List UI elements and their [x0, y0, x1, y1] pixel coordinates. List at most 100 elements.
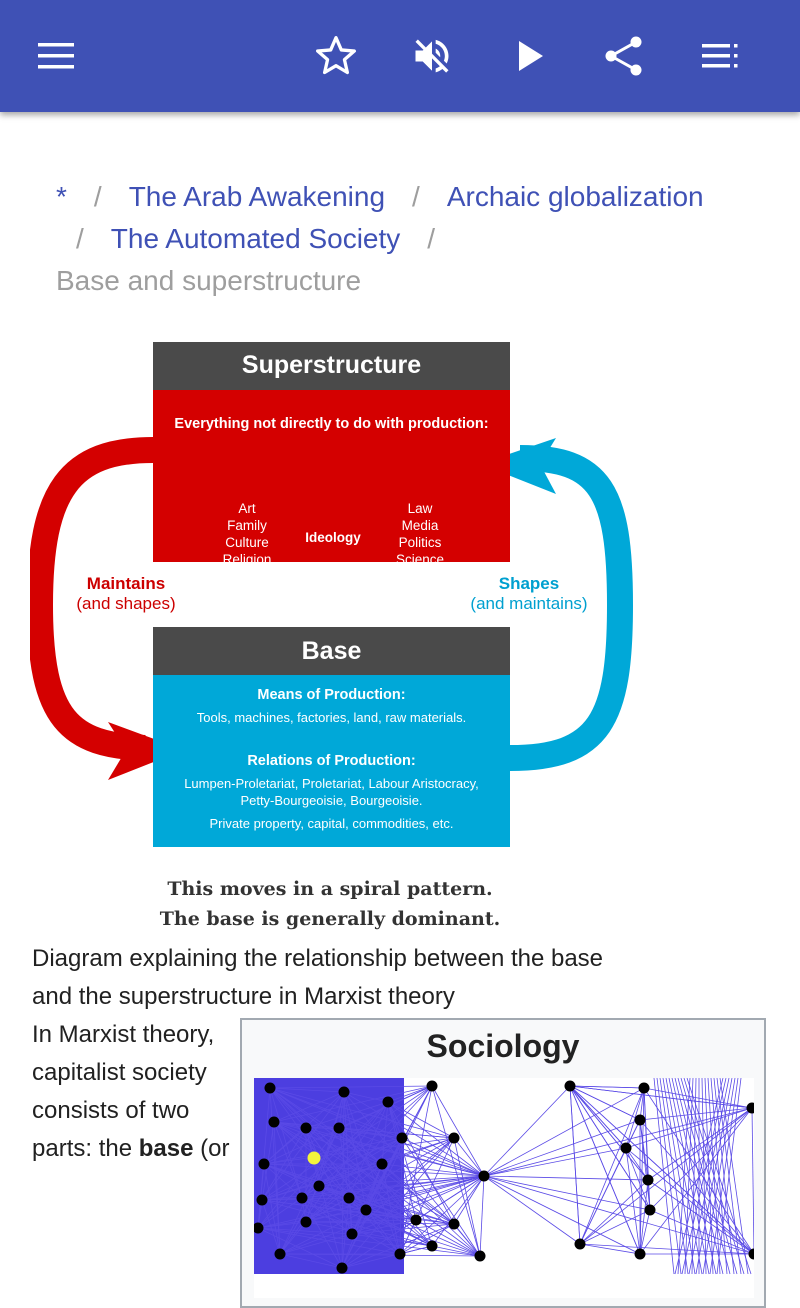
graph-node — [426, 1240, 438, 1252]
diagram-arrows — [30, 437, 634, 780]
base-title: Base — [153, 627, 510, 675]
graph-node — [376, 1158, 388, 1170]
shapes-label: Shapes (and maintains) — [462, 574, 596, 614]
maintains-title: Maintains — [86, 574, 166, 593]
graph-node — [336, 1262, 348, 1274]
graph-node — [474, 1250, 486, 1262]
base-box: Means of Production: Tools, machines, fa… — [153, 675, 510, 847]
graph-node — [620, 1142, 632, 1154]
maintains-arrow — [30, 437, 154, 761]
graph-node — [410, 1214, 422, 1226]
graph-node — [343, 1192, 355, 1204]
graph-node — [564, 1080, 576, 1092]
graph-node — [426, 1080, 438, 1092]
network-graph-image — [254, 1078, 754, 1298]
breadcrumb: * / The Arab Awakening / Archaic globalizati… — [56, 176, 756, 302]
graph-node — [574, 1238, 586, 1250]
list-item: Education — [389, 569, 451, 584]
relations-line-1: Lumpen-Proletariat, Proletariat, Labour … — [184, 776, 479, 791]
graph-node — [394, 1248, 406, 1260]
means-heading: Means of Production: — [257, 687, 406, 703]
spiral-note: This moves in a spiral pattern. The base… — [110, 874, 550, 934]
relations-line-2: Petty-Bourgeoisie, Bourgeoisie. — [240, 793, 423, 808]
list-item: Philosophy — [213, 569, 281, 584]
list-item: Science — [395, 552, 445, 567]
graph-node — [448, 1218, 460, 1230]
graph-node — [634, 1248, 646, 1260]
breadcrumb-link-arab-awakening[interactable]: The Arab Awakening — [128, 181, 386, 212]
superstructure-title: Superstructure — [153, 342, 510, 390]
ideology-label: Ideology — [305, 530, 361, 545]
graph-node — [396, 1132, 408, 1144]
superstructure-right-list: Law Media Politics Science Education — [365, 500, 475, 585]
list-icon[interactable] — [692, 28, 748, 84]
play-icon[interactable] — [502, 28, 558, 84]
paragraph-text-continued: (or — [193, 1135, 230, 1162]
superstructure-left-list: Art Family Culture Religion Philosophy — [193, 500, 301, 585]
paragraph-text: In Marxist theory, capitalist society co… — [32, 1021, 215, 1162]
graph-node — [382, 1096, 394, 1108]
spiral-line-2: The base is generally dominant. — [159, 908, 501, 930]
graph-node — [333, 1122, 345, 1134]
mute-icon[interactable] — [404, 28, 460, 84]
breadcrumb-link-archaic-globalization[interactable]: Archaic globalization — [446, 181, 704, 212]
share-icon[interactable] — [596, 28, 652, 84]
bold-term-base: base — [138, 1135, 194, 1162]
sociology-infobox[interactable]: Sociology — [240, 1018, 766, 1308]
graph-node — [300, 1122, 312, 1134]
graph-node — [254, 1222, 264, 1234]
shapes-arrow — [509, 445, 634, 771]
graph-node — [296, 1192, 308, 1204]
list-item: Media — [401, 518, 439, 533]
shapes-subtitle: (and maintains) — [470, 594, 588, 613]
list-item: Politics — [398, 535, 442, 550]
means-text: Tools, machines, factories, land, raw ma… — [196, 710, 467, 725]
graph-node — [448, 1132, 460, 1144]
superstructure-box: Everything not directly to do with produ… — [153, 390, 510, 584]
breadcrumb-separator: / — [427, 223, 436, 254]
breadcrumb-separator: / — [93, 181, 102, 212]
graph-node — [478, 1170, 490, 1182]
spiral-line-1: This moves in a spiral pattern. — [167, 878, 493, 900]
maintains-arrowhead — [108, 722, 184, 780]
breadcrumb-separator: / — [76, 223, 84, 254]
graph-node — [644, 1204, 656, 1216]
list-item: Culture — [225, 535, 269, 550]
list-item: Law — [407, 501, 433, 516]
shapes-title: Shapes — [498, 574, 560, 593]
graph-node — [360, 1204, 372, 1216]
breadcrumb-separator: / — [412, 181, 420, 212]
graph-node — [642, 1174, 654, 1186]
image-caption: Diagram explaining the relationship betw… — [32, 945, 604, 1010]
maintains-subtitle: (and shapes) — [76, 594, 176, 613]
property-text: Private property, capital, commodities, … — [209, 816, 454, 831]
base-superstructure-diagram[interactable]: Superstructure Everything not directly t… — [30, 340, 640, 932]
graph-node — [256, 1194, 268, 1206]
app-bar — [0, 0, 800, 112]
menu-icon[interactable] — [28, 28, 84, 84]
graph-node — [258, 1158, 270, 1170]
infobox-title: Sociology — [426, 1028, 580, 1064]
article-paragraph: In Marxist theory, capitalist society co… — [32, 1016, 232, 1168]
graph-node — [300, 1216, 312, 1228]
list-item: Family — [227, 518, 267, 533]
relations-heading: Relations of Production: — [247, 753, 416, 769]
breadcrumb-link-home[interactable]: * — [56, 181, 67, 212]
breadcrumb-link-automated-society[interactable]: The Automated Society — [110, 223, 401, 254]
graph-node — [313, 1180, 325, 1192]
shapes-arrowhead — [480, 438, 556, 494]
breadcrumb-current: Base and superstructure — [56, 265, 362, 296]
graph-node — [346, 1228, 358, 1240]
graph-node — [268, 1116, 280, 1128]
star-icon[interactable] — [308, 28, 364, 84]
superstructure-heading: Everything not directly to do with produ… — [174, 416, 489, 432]
graph-node — [634, 1114, 646, 1126]
graph-node — [748, 1248, 754, 1260]
graph-node — [338, 1086, 350, 1098]
list-item: Religion — [222, 552, 272, 567]
graph-node — [746, 1102, 754, 1114]
graph-node — [638, 1082, 650, 1094]
list-item: Art — [238, 501, 256, 516]
graph-node — [274, 1248, 286, 1260]
graph-node — [264, 1082, 276, 1094]
